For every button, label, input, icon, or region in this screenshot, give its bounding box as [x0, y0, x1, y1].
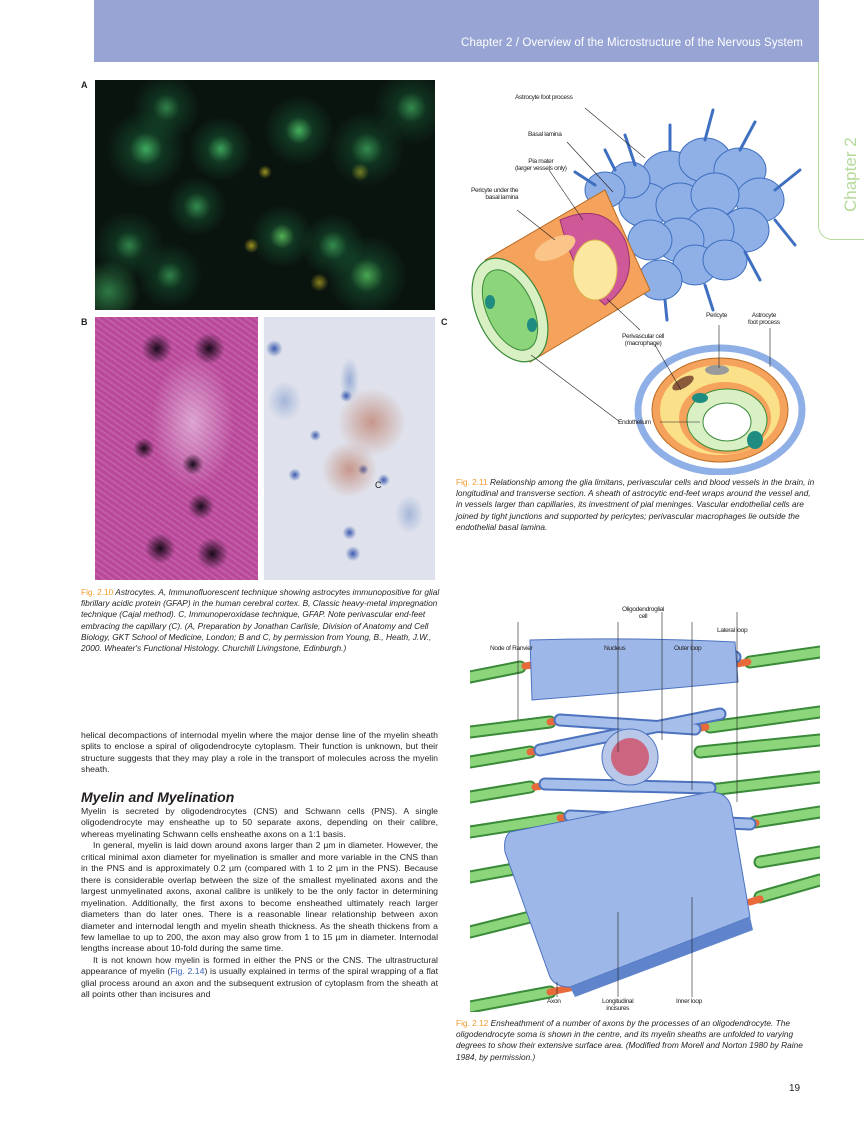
label-pia-mater-line2: (larger vessels only)	[515, 165, 567, 172]
label-node-of-ranvier: Node of Ranvier	[490, 645, 533, 652]
label-lateral-loop: Lateral loop	[717, 627, 748, 634]
label-pia-mater-line1: Pia mater	[528, 158, 554, 165]
body-paragraph-continued: helical decompactions of internodal myel…	[81, 730, 438, 776]
label-perivascular-line1: Perivascular cell	[622, 333, 665, 340]
label-pericyte-under-line1: Pericyte under the	[471, 187, 519, 194]
label-longitudinal-line1: Longitudinal	[602, 998, 634, 1005]
running-header-title: Chapter 2 / Overview of the Microstructu…	[461, 37, 803, 49]
figure-2-12-caption: Fig. 2.12 Ensheathment of a number of ax…	[456, 1018, 816, 1063]
running-header: Chapter 2 / Overview of the Microstructu…	[94, 0, 819, 62]
capillary-label: C	[375, 480, 382, 490]
label-astrocyte-line2: foot process	[748, 319, 780, 326]
glia-limitans-diagram: Astrocyte foot process Basal lamina Pia …	[455, 80, 815, 476]
section-heading-myelin: Myelin and Myelination	[81, 789, 235, 805]
label-oligo-line1: Oligodendroglial	[622, 606, 665, 613]
label-pericyte: Pericyte	[706, 312, 728, 319]
astrocyte-cajal-stain-photo	[95, 317, 258, 580]
label-astrocyte-foot-process: Astrocyte foot process	[515, 94, 573, 101]
page-number: 19	[789, 1083, 801, 1094]
figure-2-12-caption-text: Ensheathment of a number of axons by the…	[456, 1018, 803, 1062]
paragraph-myelin-formation: It is not known how myelin is formed in …	[81, 955, 438, 1001]
paragraph-myelin-secretion: Myelin is secreted by oligodendrocytes (…	[81, 806, 438, 839]
label-longitudinal-line2: incisures	[606, 1005, 630, 1012]
oligodendrocyte-illustration	[463, 602, 827, 1014]
figure-2-10-number: Fig. 2.10	[81, 587, 114, 597]
figure-2-10-caption: Fig. 2.10 Astrocytes. A, Immunofluoresce…	[81, 587, 441, 654]
paragraph-incisures: helical decompactions of internodal myel…	[81, 730, 438, 775]
astrocyte-immunofluorescence-photo	[95, 80, 435, 310]
label-astrocyte-line1: Astrocyte	[751, 312, 777, 319]
label-oligo-line2: cell	[638, 613, 648, 620]
figure-2-11-number: Fig. 2.11	[456, 477, 488, 487]
blood-vessel-illustration	[471, 107, 806, 476]
chapter-tab-label: Chapter 2	[841, 137, 860, 212]
figure-2-10-caption-text: Astrocytes. A, Immunofluorescent techniq…	[81, 587, 440, 654]
label-nucleus: Nucleus	[604, 645, 626, 652]
label-perivascular-cell: Perivascular cell(macrophage)	[622, 333, 664, 347]
figure-2-11-caption-text: Relationship among the glia limitans, pe…	[456, 477, 815, 532]
chapter-thumb-tab: Chapter 2	[818, 62, 864, 240]
label-pericyte-under-line2: basal lamina	[485, 194, 519, 201]
panel-label-a: A	[81, 80, 88, 90]
body-section-myelin: Myelin is secreted by oligodendrocytes (…	[81, 806, 438, 1001]
astrocyte-gfap-immunoperoxidase-photo: C	[264, 317, 435, 580]
panel-label-c: C	[441, 317, 448, 327]
paragraph-formation-text-a: It is not known how myelin is formed in …	[81, 954, 438, 977]
figure-2-12-number: Fig. 2.12	[456, 1018, 489, 1028]
paragraph-axon-diameter: In general, myelin is laid down around a…	[81, 840, 438, 954]
label-basal-lamina: Basal lamina	[528, 131, 562, 138]
label-axon: Axon	[547, 998, 561, 1005]
label-pia-mater: Pia mater(larger vessels only)	[515, 158, 567, 172]
panel-label-b: B	[81, 317, 88, 327]
figure-2-14-link[interactable]: Fig. 2.14	[170, 966, 205, 977]
label-endothelium: Endothelium	[618, 419, 651, 426]
figure-2-11-caption: Fig. 2.11 Relationship among the glia li…	[456, 477, 816, 533]
label-outer-loop: Outer loop	[674, 645, 702, 652]
label-perivascular-line2: (macrophage)	[624, 340, 662, 347]
paragraph-formation-text-b: ) is usually explained in terms of the s…	[81, 966, 439, 1000]
label-inner-loop: Inner loop	[676, 998, 702, 1005]
